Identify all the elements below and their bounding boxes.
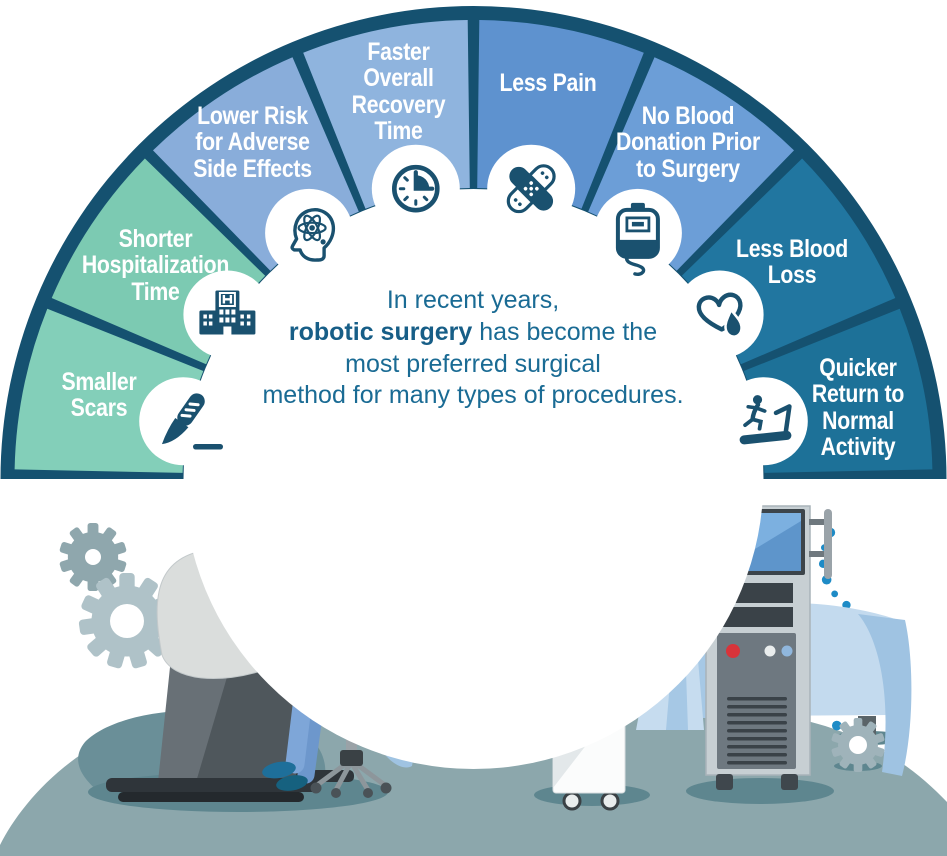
segment-label-less-pain: Less Pain: [499, 69, 597, 97]
segment-label-shorter-hospitalization: Shorter Hospitalization Time: [81, 225, 230, 306]
dots-trail: [818, 527, 851, 610]
segment-label-no-blood-donation: No Blood Donation Prior to Surgery: [615, 102, 760, 183]
center-line-1: In recent years,: [386, 286, 560, 314]
treadmill-icon: [739, 395, 792, 445]
segment-label-less-blood-loss: Less Blood Loss: [736, 235, 848, 290]
heart-drop-icon: [696, 292, 743, 338]
center-line-2-rest: has become the: [472, 317, 658, 346]
gear-icon: [831, 718, 885, 772]
surgeon-shoe: [262, 761, 296, 779]
tower-white-button: [764, 645, 776, 657]
segment-label-lower-risk: Lower Risk for Adverse Side Effects: [193, 102, 312, 183]
arc-inner-circle: [183, 189, 764, 769]
tower-red-button: [726, 644, 740, 658]
blood-bag-icon: [615, 202, 660, 276]
center-statement: In recent years, robotic surgery has bec…: [243, 285, 703, 412]
segment-label-quicker-return: Quicker Return to Normal Activity: [811, 354, 905, 461]
clock-icon: [391, 164, 440, 213]
center-line-4: method for many types of procedures.: [262, 381, 684, 410]
tower-blue-button: [781, 645, 793, 657]
tower-slot: [722, 607, 793, 627]
benefits-arc: [0, 5, 947, 769]
bandage-icon: [506, 164, 556, 214]
segment-label-smaller-scars: Smaller Scars: [61, 368, 137, 423]
gear-icon: [59, 523, 127, 591]
segment-label-faster-recovery: Faster Overall Recovery Time: [351, 38, 446, 145]
brain-head-icon: [290, 208, 336, 262]
center-line-3: most preferred surgical: [345, 349, 601, 378]
tower-panel: [717, 633, 796, 769]
scalpel-icon: [161, 393, 223, 450]
tower-vent-grille: [727, 697, 787, 765]
table-drape-right: [858, 614, 912, 776]
hospital-icon: [199, 290, 256, 335]
center-line-2-bold: robotic surgery: [288, 317, 473, 346]
